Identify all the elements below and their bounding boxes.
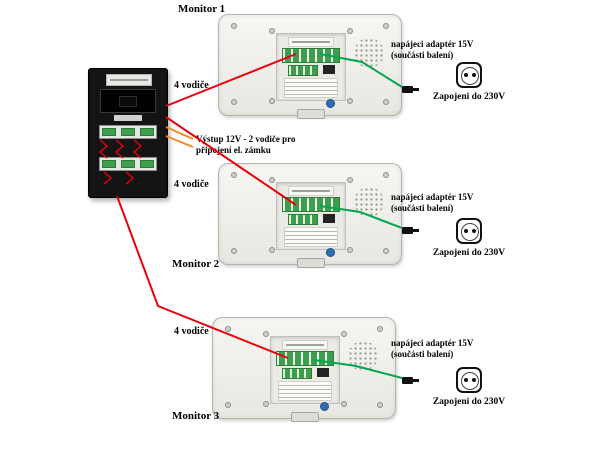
monitor-2-back-panel (218, 163, 402, 268)
screw-icon (377, 402, 383, 408)
speaker-grille (354, 187, 384, 217)
adapter-label: napájeci adaptér 15V (součásti balení) (391, 192, 473, 213)
outlet-label: Zapojeni do 230V (432, 397, 506, 407)
spec-sticker (288, 37, 334, 47)
dip-switch (323, 214, 335, 223)
monitor-3-back-panel (212, 317, 396, 422)
wire-lock-output (165, 135, 194, 148)
barcode-sticker (284, 227, 338, 247)
dip-switch (317, 368, 329, 377)
wiring-terminal-block (282, 48, 340, 63)
wire-lock-output (165, 126, 194, 140)
screw-icon (269, 247, 275, 253)
screw-icon (377, 326, 383, 332)
screw-icon (383, 23, 389, 29)
door-terminal-row-bottom (99, 157, 157, 171)
power-connector (288, 65, 318, 76)
door-station-sticker (106, 74, 152, 86)
screw-icon (347, 98, 353, 104)
mounting-tab (291, 412, 319, 422)
adapter-label-line1: napájeci adaptér 15V (391, 192, 474, 202)
speaker-grille (354, 38, 384, 68)
screw-icon (347, 177, 353, 183)
adapter-label-line1: napájeci adaptér 15V (391, 39, 474, 49)
brand-badge (326, 248, 335, 257)
terminal-bay (270, 336, 340, 404)
terminal-block (102, 128, 116, 136)
monitor-1-back-panel (218, 14, 402, 119)
screw-icon (383, 248, 389, 254)
speaker-grille (348, 341, 378, 371)
screw-icon (383, 172, 389, 178)
terminal-bay (276, 182, 346, 250)
monitor-1-label: Monitor 1 (178, 3, 226, 15)
adapter-label: napájeci adaptér 15V (součásti balení) (391, 39, 473, 60)
screw-icon (231, 99, 237, 105)
power-outlet-icon (456, 218, 482, 244)
screw-icon (225, 402, 231, 408)
dip-switch (323, 65, 335, 74)
screw-icon (341, 331, 347, 337)
screw-icon (269, 177, 275, 183)
terminal-block (140, 128, 154, 136)
adapter-label-line2: (součásti balení) (391, 202, 454, 213)
screw-icon (269, 98, 275, 104)
door-station (88, 68, 168, 198)
outlet-label: Zapojeni do 230V (432, 248, 506, 258)
lock-output-label: Výstup 12V - 2 vodiče pro připojení el. … (196, 134, 296, 155)
brand-badge (326, 99, 335, 108)
camera-window (100, 89, 156, 113)
screw-icon (383, 99, 389, 105)
screw-icon (341, 401, 347, 407)
power-connector (282, 368, 312, 379)
terminal-bay (276, 33, 346, 101)
spec-sticker (282, 340, 328, 350)
brand-badge (320, 402, 329, 411)
spec-sticker (288, 186, 334, 196)
monitor-2-label: Monitor 2 (172, 258, 220, 270)
screw-icon (231, 23, 237, 29)
screw-icon (231, 248, 237, 254)
mounting-tab (297, 258, 325, 268)
screw-icon (347, 28, 353, 34)
power-outlet-icon (456, 62, 482, 88)
screw-icon (269, 28, 275, 34)
adapter-label-line2: (součásti balení) (391, 348, 454, 359)
power-outlet-icon (456, 367, 482, 393)
adapter-label-line2: (součásti balení) (391, 49, 454, 60)
screw-icon (225, 326, 231, 332)
terminal-block (121, 128, 135, 136)
mounting-tab (297, 109, 325, 119)
four-wires-label: 4 vodiče (174, 326, 209, 337)
wiring-terminal-block (282, 197, 340, 212)
screw-icon (347, 247, 353, 253)
four-wires-label: 4 vodiče (174, 179, 209, 190)
door-station-nameplate (114, 115, 142, 121)
door-terminal-row-top (99, 125, 157, 139)
power-plug-icon (402, 371, 420, 387)
terminal-block (102, 160, 116, 168)
terminal-block (121, 160, 135, 168)
screw-icon (231, 172, 237, 178)
screw-icon (263, 401, 269, 407)
power-plug-icon (402, 80, 420, 96)
terminal-block (140, 160, 154, 168)
power-plug-icon (402, 221, 420, 237)
barcode-sticker (284, 78, 338, 98)
monitor-3-label: Monitor 3 (172, 410, 220, 422)
four-wires-label: 4 vodiče (174, 80, 209, 91)
outlet-label: Zapojeni do 230V (432, 92, 506, 102)
barcode-sticker (278, 381, 332, 401)
power-connector (288, 214, 318, 225)
screw-icon (263, 331, 269, 337)
wiring-terminal-block (276, 351, 334, 366)
adapter-label: napájeci adaptér 15V (součásti balení) (391, 338, 473, 359)
adapter-label-line1: napájeci adaptér 15V (391, 338, 474, 348)
